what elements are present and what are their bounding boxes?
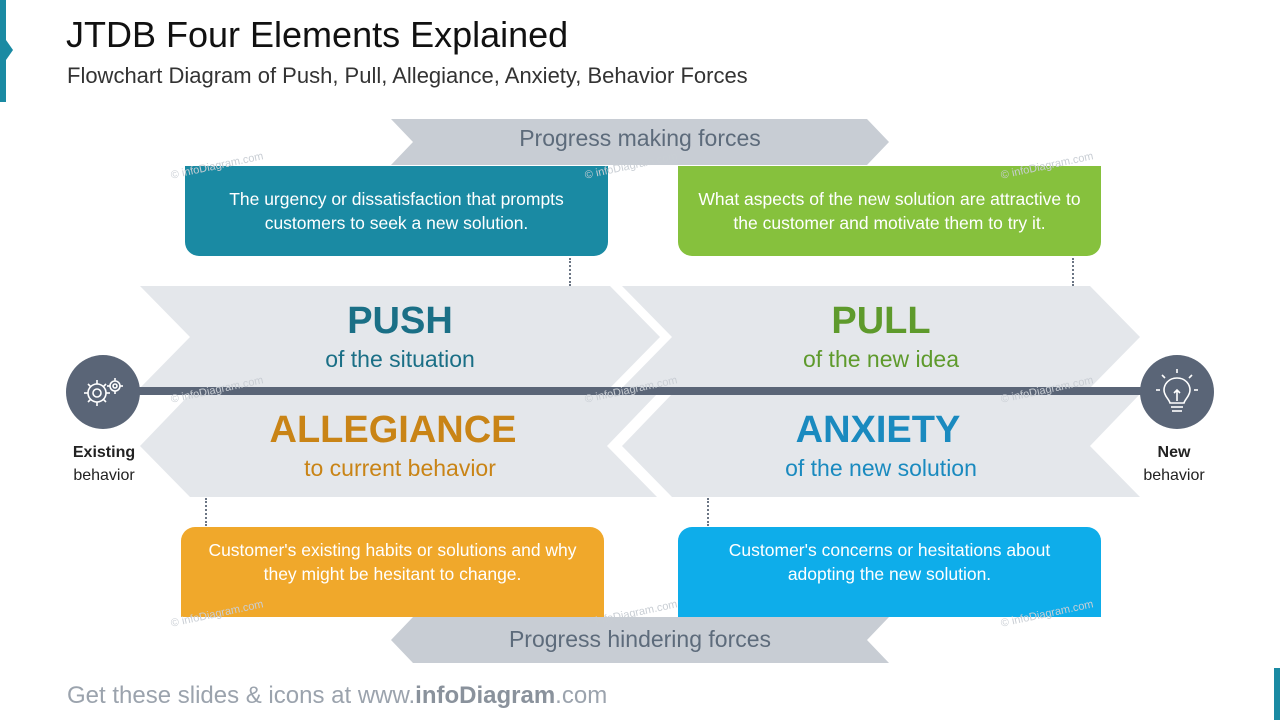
footer-credit: Get these slides & icons at www.infoDiag… <box>67 682 607 710</box>
push-chevron <box>140 286 660 388</box>
anxiety-title: ANXIETY <box>795 409 961 451</box>
allegiance-subtitle: to current behavior <box>304 455 496 481</box>
progress-hindering-label: Progress hindering forces <box>508 626 772 652</box>
anxiety-subtitle: of the new solution <box>785 455 977 481</box>
existing-behavior-line2: behavior <box>73 467 135 484</box>
allegiance-description-box: Customer's existing habits or solutions … <box>181 527 604 617</box>
push-description: The urgency or dissatisfaction that prom… <box>229 189 564 233</box>
gears-icon <box>84 378 123 406</box>
page-title: JTDB Four Elements Explained <box>66 14 569 55</box>
top-band-arrow <box>391 119 889 165</box>
pull-description: What aspects of the new solution are att… <box>698 189 1081 233</box>
anxiety-description: Customer's concerns or hesitations about… <box>728 540 1051 584</box>
allegiance-chevron <box>140 394 657 497</box>
new-behavior-label: New behavior <box>1124 441 1224 487</box>
allegiance-description: Customer's existing habits or solutions … <box>208 540 577 584</box>
push-connector <box>569 258 571 286</box>
push-title: PUSH <box>347 300 453 342</box>
pull-subtitle: of the new idea <box>802 346 959 372</box>
allegiance-connector <box>205 498 207 526</box>
existing-behavior-label: Existing behavior <box>54 441 154 487</box>
existing-behavior-circle <box>66 355 140 429</box>
anxiety-description-box: Customer's concerns or hesitations about… <box>678 527 1101 617</box>
right-accent-bar <box>1274 668 1280 720</box>
pull-title: PULL <box>831 300 931 342</box>
page-subtitle: Flowchart Diagram of Push, Pull, Allegia… <box>67 63 748 88</box>
behavior-axis-line <box>100 387 1180 395</box>
anxiety-connector <box>707 498 709 526</box>
new-behavior-circle <box>1140 355 1214 429</box>
lightbulb-icon <box>1156 369 1198 412</box>
pull-connector <box>1072 258 1074 286</box>
footer-brand: infoDiagram <box>415 682 556 709</box>
new-behavior-line1: New <box>1157 444 1191 461</box>
left-accent-notch <box>6 40 13 60</box>
footer-prefix: Get these slides & icons at www. <box>67 682 416 709</box>
left-accent-bar <box>0 0 6 102</box>
pull-description-box: What aspects of the new solution are att… <box>678 166 1101 256</box>
existing-behavior-line1: Existing <box>72 444 136 461</box>
bottom-band-arrow <box>391 617 889 663</box>
footer-suffix: .com <box>555 682 608 709</box>
pull-chevron <box>622 286 1140 388</box>
progress-making-label: Progress making forces <box>519 125 761 151</box>
allegiance-title: ALLEGIANCE <box>269 409 517 451</box>
push-subtitle: of the situation <box>325 346 475 372</box>
push-description-box: The urgency or dissatisfaction that prom… <box>185 166 608 256</box>
anxiety-chevron <box>622 394 1140 497</box>
new-behavior-line2: behavior <box>1143 467 1205 484</box>
